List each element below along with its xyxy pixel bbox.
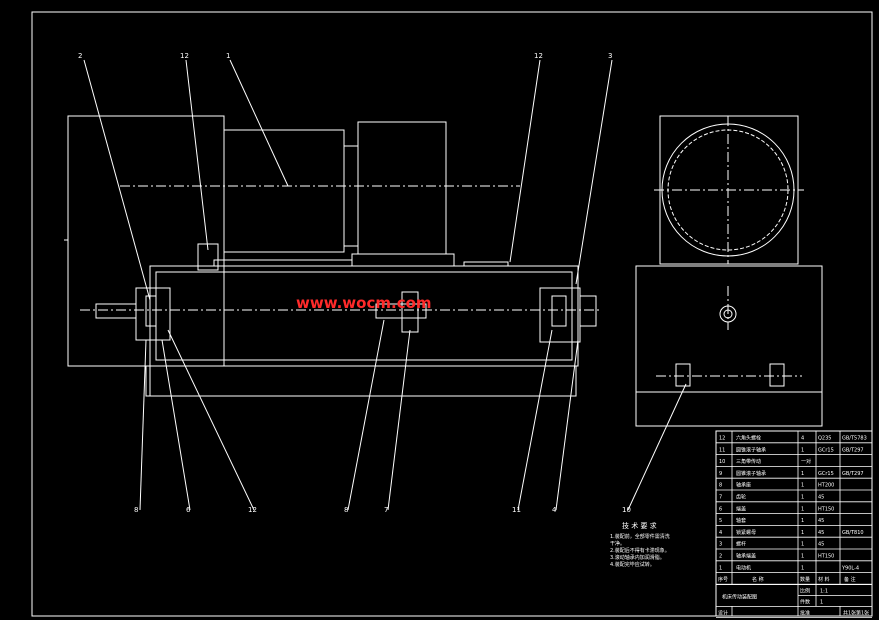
tech-line-5: 4.装配完毕应试转。 <box>610 561 655 568</box>
bom-header-qty: 数量 <box>800 576 810 583</box>
bom-cell-no: 3 <box>719 542 722 548</box>
bom-cell-no: 2 <box>719 554 722 560</box>
bom-cell-qty: 1 <box>801 471 804 477</box>
bom-cell-name: 电动机 <box>736 564 751 571</box>
balloon-7: 7 <box>384 506 388 514</box>
bom-cell-qty: 1 <box>801 506 804 512</box>
bom-header-name: 名 称 <box>752 576 764 583</box>
bom-cell-material: HT150 <box>818 506 834 512</box>
bom-cell-name: 轴套 <box>736 517 746 524</box>
bom-cell-name: 六角头螺栓 <box>736 435 761 442</box>
bom-cell-material: GCr15 <box>818 471 834 477</box>
tech-line-4: 3.滚动轴承内加润滑脂。 <box>610 554 665 561</box>
bom-cell-material: 45 <box>818 518 824 524</box>
bom-cell-qty: 1 <box>801 447 804 453</box>
bom-cell-name: 齿轮 <box>736 494 746 501</box>
bom-cell-note: GB/T5783 <box>842 436 867 442</box>
bom-cell-note: GB/T297 <box>842 447 864 453</box>
bom-cell-name: 锁紧螺母 <box>736 529 756 536</box>
tech-line-3: 2.装配后不得有卡滞现象。 <box>610 547 670 554</box>
bom-cell-qty: 1 <box>801 554 804 560</box>
balloon-4: 4 <box>552 506 557 514</box>
bom-cell-qty: 1 <box>801 495 804 501</box>
tech-line-1: 1.装配前，全部零件需清洗 <box>610 533 670 540</box>
bom-cell-material: Q235 <box>818 436 831 442</box>
balloon-6: 6 <box>186 506 191 514</box>
bom-cell-material: 45 <box>818 530 824 536</box>
technical-requirements: 技 术 要 求 1.装配前，全部零件需清洗 干净。 2.装配后不得有卡滞现象。 … <box>610 521 670 568</box>
bom-cell-note: Y90L-4 <box>841 565 859 571</box>
title-block-sheet: 共1张 <box>843 609 856 616</box>
bom-cell-name: 圆锥滚子轴承 <box>736 446 766 453</box>
bom-cell-name: 轴承座 <box>736 482 751 489</box>
bom-cell-qty: 4 <box>801 436 804 442</box>
title-block-title: 机床传动装配图 <box>722 593 757 600</box>
bom-cell-note: GB/T810 <box>842 530 864 536</box>
bom-cell-material: GCr15 <box>818 447 834 453</box>
bom-cell-no: 11 <box>719 447 725 453</box>
bom-cell-no: 9 <box>719 471 722 477</box>
bom-cell-name: 轴承端盖 <box>736 553 756 560</box>
leader-lines <box>83 59 687 511</box>
title-block-border <box>715 583 873 617</box>
bom-cell-qty: 1 <box>801 530 804 536</box>
drawing-frame <box>31 11 873 617</box>
balloon-12-bottom: 12 <box>248 506 257 514</box>
balloon-12-top-right: 12 <box>534 52 543 60</box>
bom-cell-name: 圆锥滚子轴承 <box>736 470 766 477</box>
bom-header-no: 序号 <box>718 576 728 583</box>
title-block-scale-label: 比例 <box>800 587 810 594</box>
bom-cell-no: 4 <box>719 530 722 536</box>
bom-cell-material: 45 <box>818 542 824 548</box>
side-view <box>635 115 823 427</box>
balloon-8-mid: 8 <box>344 506 348 514</box>
title-block-qty: 1 <box>820 599 823 605</box>
title-block-approve: 批准 <box>800 609 810 616</box>
bom-cell-qty: 1 <box>801 518 804 524</box>
balloon-8-left: 8 <box>134 506 138 514</box>
bom-cell-no: 8 <box>719 483 722 489</box>
bom-cell-name: 端盖 <box>736 505 746 512</box>
tech-title: 技 术 要 求 <box>622 521 657 530</box>
tech-line-2: 干净。 <box>610 540 625 547</box>
bom-cell-no: 5 <box>719 518 722 524</box>
bom-header-material: 材 料 <box>818 576 830 583</box>
bom-cell-no: 7 <box>719 495 722 501</box>
balloon-2: 2 <box>78 52 82 60</box>
bom-cell-qty: 一对 <box>801 458 811 465</box>
bom-cell-qty: 1 <box>801 565 804 571</box>
title-block-scale: 1:1 <box>820 588 828 594</box>
bom-cell-qty: 1 <box>801 483 804 489</box>
balloon-1: 1 <box>226 52 230 60</box>
balloon-labels: 2 12 1 12 3 8 6 12 8 7 11 4 10 <box>78 52 631 514</box>
balloon-11: 11 <box>512 506 521 514</box>
bom-cell-name: 螺杆 <box>736 541 746 548</box>
bom-cell-material: HT150 <box>818 554 834 560</box>
balloon-10: 10 <box>622 506 631 514</box>
bom-header-note: 备 注 <box>844 576 856 583</box>
bom-cell-no: 10 <box>719 459 725 465</box>
title-block-design: 设计 <box>718 609 728 616</box>
bom-cell-no: 6 <box>719 506 722 512</box>
watermark-text: www.wocm.com <box>296 294 432 312</box>
bom-cell-no: 12 <box>719 436 725 442</box>
balloon-12-top-left: 12 <box>180 52 189 60</box>
balloon-3: 3 <box>608 52 612 60</box>
bom-cell-material: HT200 <box>818 483 834 489</box>
title-block-sheet-no: 第1张 <box>856 609 869 616</box>
bom-cell-name: 三角带传动 <box>736 458 761 465</box>
bom-cell-qty: 1 <box>801 542 804 548</box>
front-view <box>64 115 600 397</box>
bom-cell-note: GB/T297 <box>842 471 864 477</box>
bom-cell-material: 45 <box>818 495 824 501</box>
bom-cell-no: 1 <box>719 565 722 571</box>
title-block-qty-label: 件数 <box>800 598 810 605</box>
